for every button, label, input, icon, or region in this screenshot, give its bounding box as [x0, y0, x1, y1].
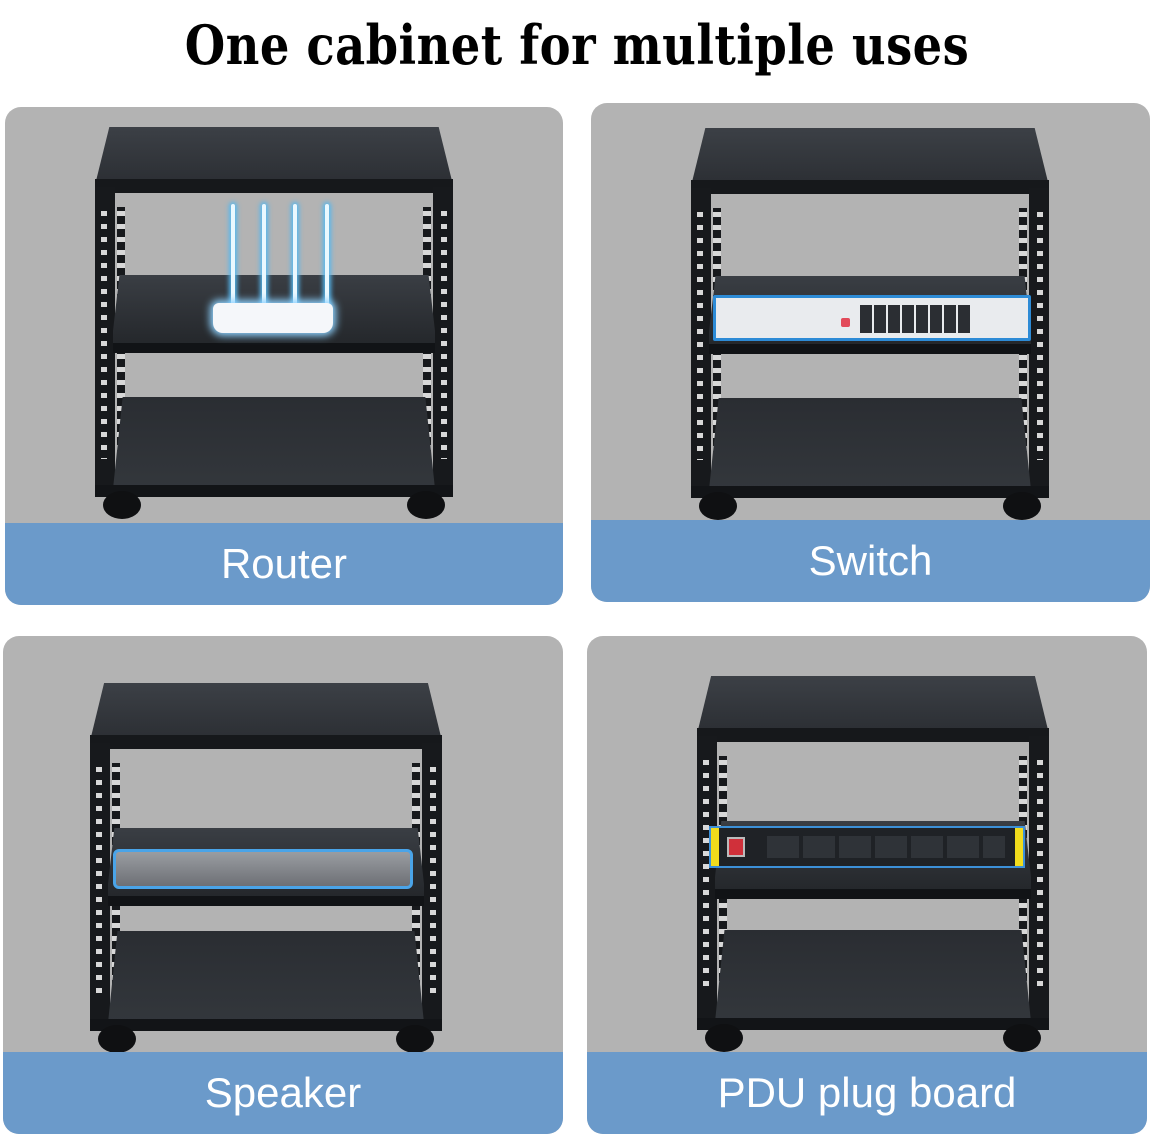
- speaker-cabinet-image: [3, 636, 563, 1053]
- label-bar: Switch: [591, 520, 1150, 602]
- antenna-icon: [293, 204, 297, 312]
- switch-cabinet-image: [591, 103, 1150, 520]
- page-title: One cabinet for multiple uses: [184, 13, 970, 77]
- card-label: Router: [220, 540, 348, 587]
- label-bar: Router: [5, 523, 563, 605]
- label-bar: Speaker: [3, 1052, 563, 1134]
- network-switch-icon: [713, 295, 1031, 341]
- rack-cabinet-icon: [90, 683, 442, 1053]
- rack-cabinet-icon: [95, 127, 453, 519]
- card-router: Router: [5, 107, 563, 605]
- antenna-icon: [231, 204, 235, 312]
- card-label: Switch: [808, 537, 933, 584]
- card-pdu-plug-board: PDU plug board: [587, 636, 1147, 1134]
- card-label: PDU plug board: [717, 1069, 1017, 1116]
- card-label: Speaker: [204, 1069, 362, 1116]
- label-bar: PDU plug board: [587, 1052, 1147, 1134]
- card-switch: Switch: [591, 103, 1150, 602]
- pdu-cabinet-image: [587, 636, 1147, 1052]
- antenna-icon: [262, 204, 266, 312]
- power-switch-icon: [727, 837, 745, 857]
- router-icon: [213, 303, 333, 333]
- power-button-icon: [840, 318, 850, 327]
- card-speaker: Speaker: [3, 636, 563, 1134]
- router-cabinet-image: [5, 107, 563, 523]
- pdu-power-strip-icon: [709, 826, 1025, 868]
- rack-cabinet-icon: [697, 676, 1049, 1052]
- antenna-icon: [325, 204, 329, 312]
- ethernet-ports-icon: [859, 305, 972, 333]
- power-sockets-icon: [767, 836, 1005, 858]
- speaker-icon: [113, 849, 413, 889]
